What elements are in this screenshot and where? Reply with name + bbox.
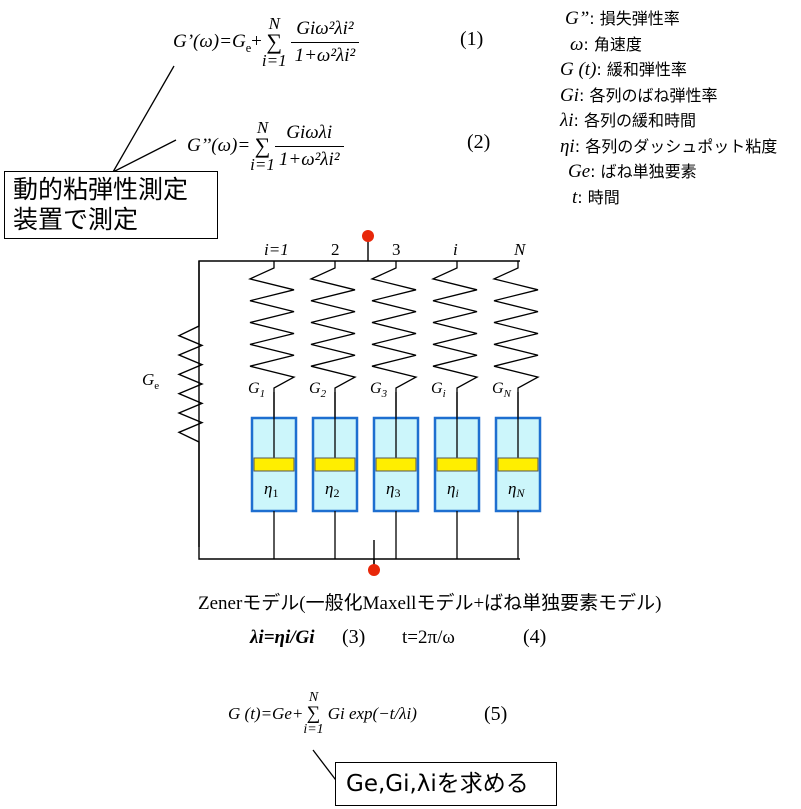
- measurement-callout: 動的粘弾性測定 装置で測定: [4, 171, 218, 239]
- branch-spring-label: Gi: [431, 380, 446, 400]
- branch-index-label: N: [513, 240, 527, 259]
- branch-index-label: i=1: [264, 240, 289, 259]
- eq4-text: t=2π/ω: [402, 627, 455, 648]
- equation-1: G’(ω)= Ge + N ∑ i=1 Giω²λi² 1+ω²λi²: [173, 2, 360, 82]
- eq1-number: (1): [460, 28, 484, 50]
- equation-3: λi=ηi/Gi: [250, 627, 315, 649]
- branch-index-label: 3: [392, 240, 401, 259]
- legend-item: G”: 損失弾性率: [565, 8, 680, 29]
- eq2-number: (2): [467, 131, 491, 153]
- eq2-lhs: G’’(ω)=: [187, 135, 251, 156]
- legend-item: ω: 角速度: [570, 33, 642, 55]
- eq1-fraction: Giω²λi² 1+ω²λi²: [290, 18, 360, 67]
- branch-spring: [248, 261, 296, 460]
- legend-item: Gi: 各列のばね弾性率: [560, 84, 718, 106]
- legend-item: G (t): 緩和弾性率: [560, 59, 687, 80]
- branch-spring-label: GN: [492, 380, 512, 400]
- legend-item: λi: 各列の緩和時間: [560, 110, 696, 131]
- eq5-summation: N ∑ i=1: [303, 690, 324, 737]
- dashpot-piston: [314, 457, 356, 472]
- dashpot-piston: [375, 457, 417, 472]
- equation-5: G (t)=Ge+ N ∑ i=1 Gi exp(−t/λi): [228, 683, 417, 745]
- eq3-number: (3): [342, 626, 366, 648]
- branch-spring: [431, 261, 479, 460]
- eq1-denominator: 1+ω²λi²: [294, 44, 356, 66]
- eq5-rhs: Gi exp(−t/λi): [327, 704, 417, 723]
- branch-spring: [309, 261, 357, 460]
- solve-callout: Ge,Gi,λiを求める: [335, 762, 557, 806]
- dashpot-piston: [497, 457, 539, 472]
- eq2-summation: N ∑ i=1: [250, 118, 275, 174]
- branch-index-label: 2: [331, 240, 340, 259]
- dashpot-piston: [253, 457, 295, 472]
- branch-spring-label: G2: [309, 380, 327, 400]
- dashpot-piston: [436, 457, 478, 472]
- eq2-numerator: Giωλi: [274, 122, 344, 147]
- measurement-callout-line2: 装置で測定: [13, 205, 139, 234]
- equation-2: G’’(ω)= N ∑ i=1 Giωλi 1+ω²λi²: [187, 108, 344, 184]
- spring-ge-label: Ge: [142, 370, 159, 392]
- branch-spring-label: G3: [370, 380, 388, 400]
- eq5-lhs: G (t)=Ge+: [228, 704, 304, 723]
- dashpot-label: ηi: [447, 479, 459, 500]
- bottom-bus-wire: [198, 547, 520, 560]
- eq3-text: λi=ηi/Gi: [250, 627, 315, 648]
- eq5-number: (5): [484, 703, 508, 725]
- eq1-lhs: G’(ω)=: [173, 31, 232, 52]
- measurement-callout-line1: 動的粘弾性測定: [13, 175, 189, 204]
- top-terminal-dot: [362, 230, 374, 242]
- eq1-numerator: Giω²λi²: [290, 18, 360, 43]
- eq2-fraction: Giωλi 1+ω²λi²: [274, 122, 344, 171]
- eq2-denominator: 1+ω²λi²: [278, 148, 340, 170]
- branch-spring: [492, 261, 540, 460]
- maxwell-branch: iGi ηi: [431, 240, 481, 559]
- eq1-plus: +: [251, 31, 262, 52]
- legend-item: t: 時間: [572, 186, 620, 208]
- equation-4: t=2π/ω: [402, 627, 455, 649]
- legend-item: ηi: 各列のダッシュポット粘度: [560, 135, 778, 157]
- eq1-summation: N ∑ i=1: [261, 14, 287, 70]
- spring-ge: [177, 261, 204, 547]
- symbol-legend: G”: 損失弾性率 ω: 角速度 G (t): 緩和弾性率 Gi: 各列のばね弾…: [560, 6, 777, 210]
- branch-spring: [370, 261, 418, 460]
- branch-spring-label: G1: [248, 380, 265, 400]
- bottom-terminal-dot: [368, 564, 380, 576]
- eq4-number: (4): [523, 626, 547, 648]
- spring-ge-zigzag: [177, 261, 204, 547]
- model-caption: Zenerモデル(一般化Maxellモデル+ばね単独要素モデル): [198, 593, 662, 614]
- branch-index-label: i: [453, 240, 458, 259]
- eq1-ge: Ge: [231, 31, 252, 55]
- legend-item: Ge: ばね単独要素: [568, 161, 697, 182]
